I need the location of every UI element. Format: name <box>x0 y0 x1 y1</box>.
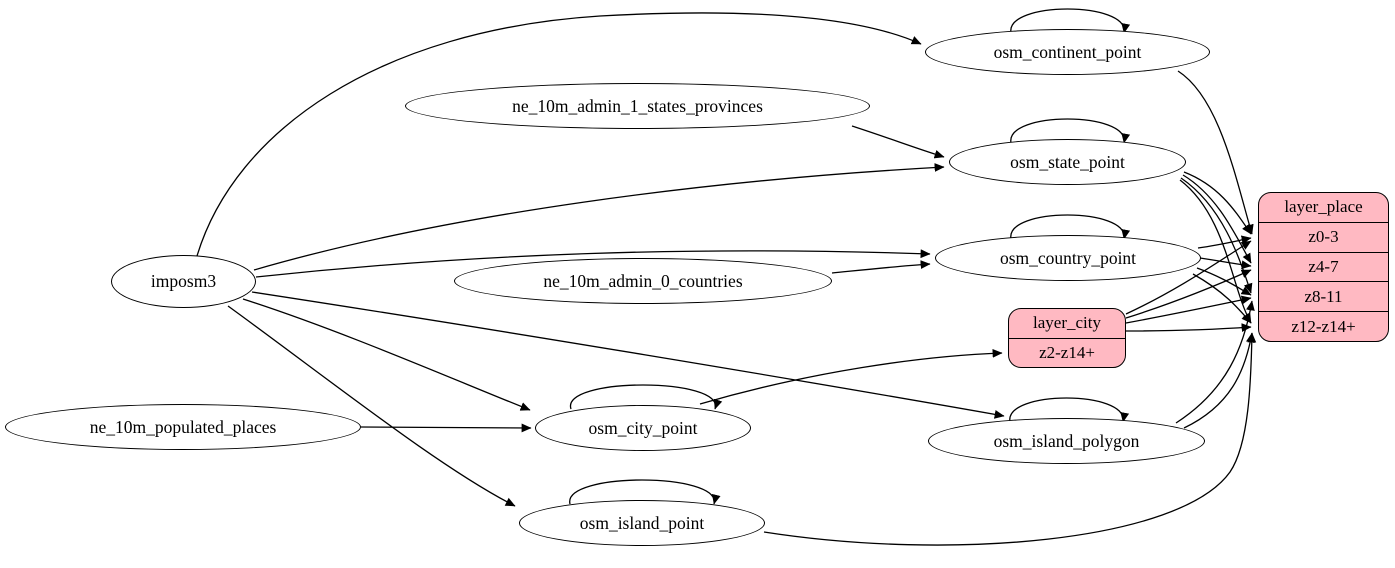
self-loop-osm_country_point <box>1010 214 1131 240</box>
node-label-osm_island_polygon: osm_island_polygon <box>993 430 1140 451</box>
node-label-ne_10m_populated_places: ne_10m_populated_places <box>89 416 277 437</box>
node-label-osm_continent_point: osm_continent_point <box>993 41 1142 62</box>
node-label-ne_10m_admin_0_countries: ne_10m_admin_0_countries <box>543 270 743 291</box>
table-node-ne_10m_admin_0_countries: ne_10m_admin_0_countries <box>454 258 832 304</box>
edge-layer_city-to-layer_place.z0-3 <box>1125 240 1252 315</box>
edge-osm_island_polygon-to-layer_place.z12-z14+ <box>1183 332 1255 429</box>
node-label-osm_city_point: osm_city_point <box>588 417 698 438</box>
edge-imposm3-to-osm_state_point <box>253 163 945 271</box>
edge-osm_city_point-to-layer_city.z2-z14+ <box>699 348 1003 405</box>
edge-osm_continent_point-to-layer_place.z0-3 <box>1177 70 1254 235</box>
edge-layer_city-to-layer_place.z4-7 <box>1125 269 1252 319</box>
table-node-osm_country_point: osm_country_point <box>935 235 1201 281</box>
table-node-ne_10m_admin_1_states_provinces: ne_10m_admin_1_states_provinces <box>405 83 870 129</box>
self-loop-osm_island_point <box>569 479 721 505</box>
table-node-osm_island_polygon: osm_island_polygon <box>928 418 1205 464</box>
edge-osm_island_point-to-layer_place.z12-z14+ <box>763 332 1257 546</box>
record-title-layer_city: layer_city <box>1033 313 1101 333</box>
record-row-layer_place-z8-11: z8-11 <box>1259 281 1388 311</box>
self-loop-osm_continent_point <box>1010 8 1131 34</box>
record-row-layer_city-z2-z14+: z2-z14+ <box>1009 337 1125 368</box>
edge-osm_state_point-to-layer_place.z0-3 <box>1183 171 1252 235</box>
self-loop-osm_island_polygon <box>1009 397 1130 423</box>
edge-osm_country_point-to-layer_place.z4-7 <box>1199 257 1252 270</box>
table-node-imposm3: imposm3 <box>111 255 256 308</box>
edge-osm_country_point-to-layer_place.z8-11 <box>1196 267 1252 296</box>
node-label-osm_country_point: osm_country_point <box>999 247 1137 268</box>
edge-osm_state_point-to-layer_place.z8-11 <box>1180 177 1253 294</box>
record-row-layer_place-z12-z14+: z12-z14+ <box>1259 311 1388 341</box>
edge-imposm3-to-osm_continent_point <box>196 12 922 257</box>
edge-ne_10m_admin_1_states_provinces-to-osm_state_point <box>851 125 945 159</box>
self-loop-osm_city_point <box>570 384 723 410</box>
table-node-osm_city_point: osm_city_point <box>535 405 751 451</box>
edge-osm_country_point-to-layer_place.z0-3 <box>1197 235 1252 249</box>
node-label-imposm3: imposm3 <box>150 271 217 291</box>
edge-layer_city-to-layer_place.z12-z14+ <box>1125 323 1252 333</box>
record-title-layer_place: layer_place <box>1284 197 1363 217</box>
edge-layer_city-to-layer_place.z8-11 <box>1125 295 1252 324</box>
node-label-ne_10m_admin_1_states_provinces: ne_10m_admin_1_states_provinces <box>512 95 763 116</box>
node-label-osm_island_point: osm_island_point <box>579 512 705 533</box>
table-node-osm_island_point: osm_island_point <box>519 500 765 546</box>
edge-imposm3-to-osm_country_point <box>255 249 931 278</box>
edge-imposm3-to-osm_island_point <box>227 305 516 507</box>
edge-imposm3-to-osm_city_point <box>242 298 531 411</box>
edge-osm_island_polygon-to-layer_place.z8-11 <box>1175 300 1255 424</box>
table-node-ne_10m_populated_places: ne_10m_populated_places <box>5 404 361 450</box>
edge-ne_10m_admin_0_countries-to-osm_country_point <box>831 260 931 274</box>
node-label-osm_state_point: osm_state_point <box>1010 151 1125 172</box>
edge-osm_country_point-to-layer_place.z12-z14+ <box>1192 273 1252 324</box>
table-node-osm_continent_point: osm_continent_point <box>925 29 1210 75</box>
table-node-osm_state_point: osm_state_point <box>949 139 1186 185</box>
self-loop-osm_state_point <box>1010 118 1131 144</box>
record-row-layer_place-z4-7: z4-7 <box>1259 251 1388 282</box>
edge-osm_state_point-to-layer_place.z12-z14+ <box>1179 179 1252 324</box>
edge-ne_10m_populated_places-to-osm_city_point <box>360 423 532 433</box>
record-row-layer_place-z0-3: z0-3 <box>1259 221 1388 252</box>
edge-imposm3-to-osm_island_polygon <box>251 291 1005 419</box>
record-node-layer_city: layer_city z2-z14+ <box>1008 308 1126 368</box>
edge-osm_state_point-to-layer_place.z4-7 <box>1182 174 1252 264</box>
